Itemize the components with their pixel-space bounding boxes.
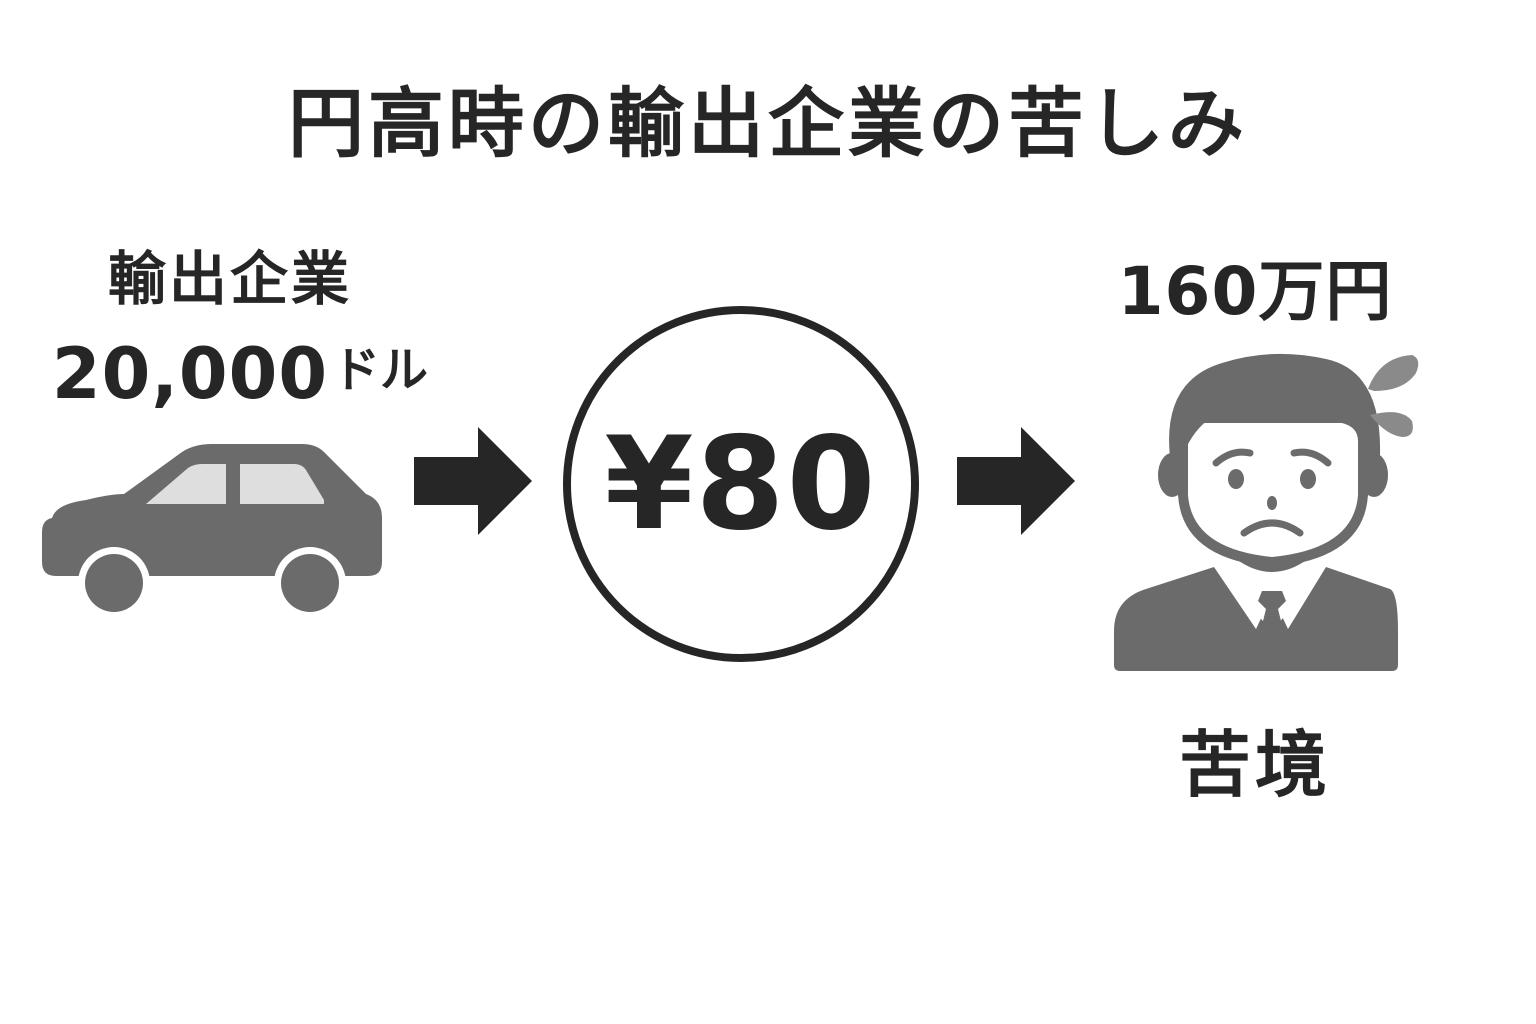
worried-businessman-icon: [1114, 353, 1419, 671]
exchange-rate-circle: ¥80: [563, 306, 919, 662]
yen-revenue-amount: 160万円: [1117, 253, 1393, 330]
exchange-rate-value: ¥80: [604, 409, 878, 559]
arrow-right-icon: [414, 427, 532, 535]
car-icon: [42, 444, 382, 619]
arrow-right-icon: [957, 427, 1075, 535]
hardship-label: 苦境: [1178, 723, 1331, 807]
export-price-amount: 20,000: [51, 333, 329, 415]
sweat-drops-icon: [1368, 355, 1419, 437]
exporter-label: 輸出企業: [107, 245, 352, 313]
export-price: 20,000ドル: [40, 330, 440, 415]
export-price-unit: ドル: [332, 342, 429, 398]
page-title: 円高時の輸出企業の苦しみ: [288, 79, 1248, 168]
